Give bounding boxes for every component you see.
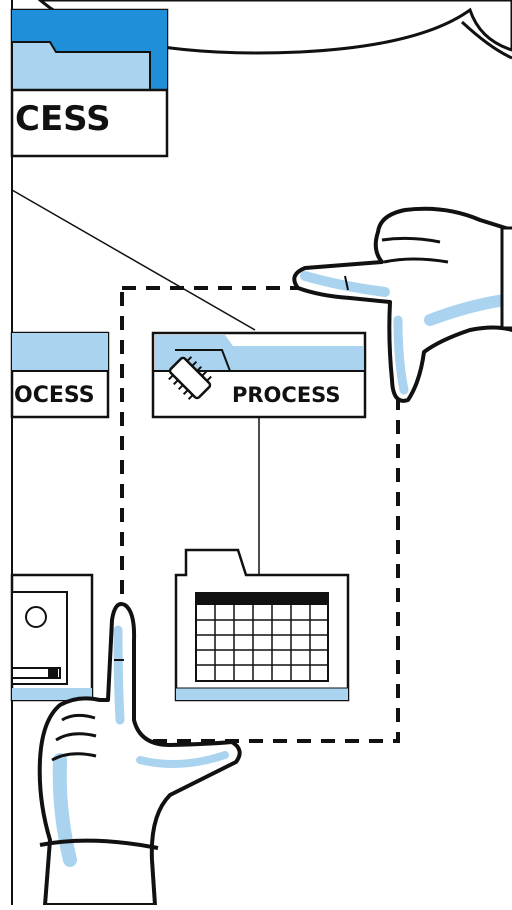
device-card-left <box>12 575 92 700</box>
calendar-icon <box>196 593 328 681</box>
connector-diagonal <box>12 190 255 330</box>
calendar-folder <box>176 550 348 700</box>
process-card-top-left: CESS <box>12 10 167 156</box>
process-card-center: PROCESS <box>153 333 365 417</box>
device-icon <box>12 592 67 684</box>
process-label-mid-left: OCESS <box>14 383 95 408</box>
process-label-center: PROCESS <box>232 383 340 407</box>
process-label-top-left: CESS <box>15 99 111 139</box>
process-card-mid-left: OCESS <box>12 333 108 417</box>
